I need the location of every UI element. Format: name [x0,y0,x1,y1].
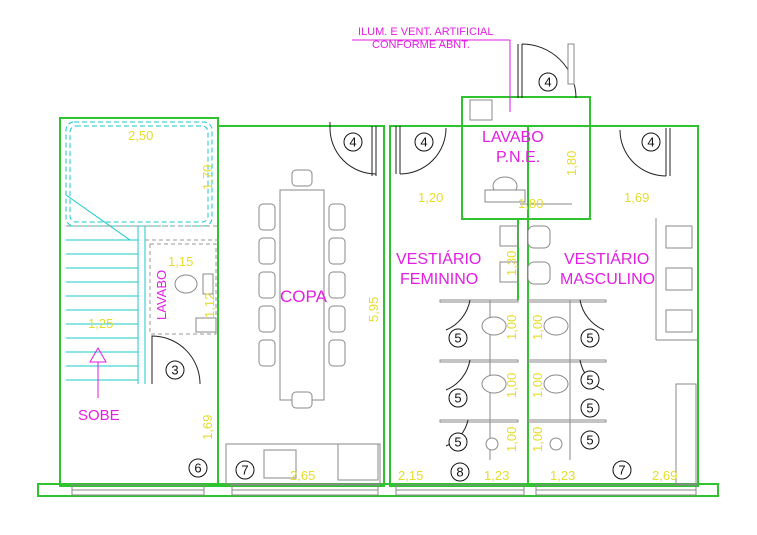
marker-stair: 6 [188,458,208,478]
vest-masc-label-1: VESTIÁRIO [564,249,649,268]
pne-sink-icon [469,99,493,121]
dim-100-a: 1,00 [504,315,519,340]
chairs-right [328,203,346,367]
kitchen-counter [225,443,381,485]
vest-masc-label-2: MASCULINO [560,271,655,288]
marker-copa-door: 4 [343,132,363,152]
dim-269: 2,69 [652,468,677,483]
sobe-label: SOBE [78,407,120,424]
svg-text:5: 5 [454,331,461,346]
marker-masc-door: 4 [641,132,661,152]
markers: 4 4 4 4 3 6 7 8 7 5 5 5 5 5 5 5 5 [165,72,661,482]
dim-112: 1,12 [202,293,217,318]
dining-table [279,189,325,401]
dim-130: 1,30 [504,251,519,276]
dim-180-v: 1,80 [564,151,579,176]
marker-corr: 8 [450,462,470,482]
stair-block [59,117,219,487]
copa-label: COPA [280,287,328,306]
svg-text:5: 5 [586,433,593,448]
sink-icon [195,317,217,333]
dim-170: 1,70 [200,165,215,190]
marker-stall-8: 5 [454,411,461,426]
marker-fem-door: 4 [414,132,434,152]
dim-123-b: 1,23 [550,468,575,483]
svg-text:5: 5 [586,331,593,346]
dim-169-right: 1,69 [624,190,649,205]
marker-pne-door: 4 [538,72,558,92]
masculino-door [619,128,671,177]
dim-180-h: 1,80 [518,196,543,211]
lavabo-pne-room [461,96,591,220]
dim-250: 2,50 [128,128,153,143]
vest-fem-label-1: VESTIÁRIO [396,249,481,268]
fridge-icon [337,443,379,481]
pne-door [517,43,577,99]
lavabo-pne-fixtures [352,39,577,205]
marker-stall-7: 5 [580,430,600,450]
toilet-icon [174,274,198,294]
feminino-door [395,126,447,175]
dim-125: 1,25 [88,316,113,331]
lavabo-door [151,335,201,385]
svg-text:7: 7 [241,463,248,478]
marker-stall-3: 5 [448,432,468,452]
vestiario-masculino-room [527,125,699,487]
vestiario-feminino-fixtures [395,126,519,460]
svg-text:5: 5 [586,373,593,388]
dim-100-c: 1,00 [504,373,519,398]
kitchen-sink-icon [263,449,297,479]
svg-text:5: 5 [454,435,461,450]
svg-text:5: 5 [586,401,593,416]
svg-text:5: 5 [454,391,461,406]
svg-text:3: 3 [171,363,178,378]
copa-furniture [225,122,381,485]
staircase [65,121,218,398]
stair-break-line [65,194,131,241]
marker-masc-win: 7 [612,460,632,480]
vest-fem-label-2: FEMININO [400,271,478,288]
marker-stall-2: 5 [448,388,468,408]
vestiario-masculino-fixtures [527,128,698,485]
dim-100-e: 1,00 [504,427,519,452]
chairs-left [258,203,276,367]
dimensions: 2,50 1,70 1,15 1,12 1,25 1,69 5,95 2,65 … [88,128,677,483]
lavabo-pne-label-2: P.N.E. [496,149,540,166]
dim-265: 2,65 [290,468,315,483]
marker-stall-6: 5 [580,398,600,418]
room-labels: ILUM. E VENT. ARTIFICIAL CONFORME ABNT. … [78,26,655,424]
svg-text:4: 4 [647,135,654,150]
lavabo-fixtures [149,243,217,385]
svg-text:4: 4 [349,135,356,150]
marker-copa-win: 7 [235,460,255,480]
dim-115: 1,15 [168,254,193,269]
dim-100-b: 1,00 [530,315,545,340]
dim-595: 5,95 [366,297,381,322]
annotation-line-2: CONFORME ABNT. [372,39,470,51]
annotation-line-1: ILUM. E VENT. ARTIFICIAL [358,26,494,38]
lavabo-label: LAVABO [154,270,169,320]
svg-text:4: 4 [544,75,551,90]
dim-123-a: 1,23 [484,468,509,483]
svg-text:8: 8 [456,465,463,480]
dim-169-left: 1,69 [200,415,215,440]
marker-stall-1: 5 [448,328,468,348]
up-arrow-icon [89,346,107,363]
svg-text:7: 7 [618,463,625,478]
dim-120: 1,20 [418,190,443,205]
svg-text:6: 6 [194,461,201,476]
windows [71,484,697,496]
marker-stall-5: 5 [580,370,600,390]
walls [37,96,719,497]
dim-215: 2,15 [398,468,423,483]
copa-room [217,125,385,487]
dim-100-f: 1,00 [530,427,545,452]
dim-100-d: 1,00 [530,373,545,398]
marker-lavabo: 3 [165,360,185,380]
svg-text:4: 4 [420,135,427,150]
lavabo-pne-label-1: LAVABO [482,129,544,146]
marker-stall-4: 5 [580,328,600,348]
